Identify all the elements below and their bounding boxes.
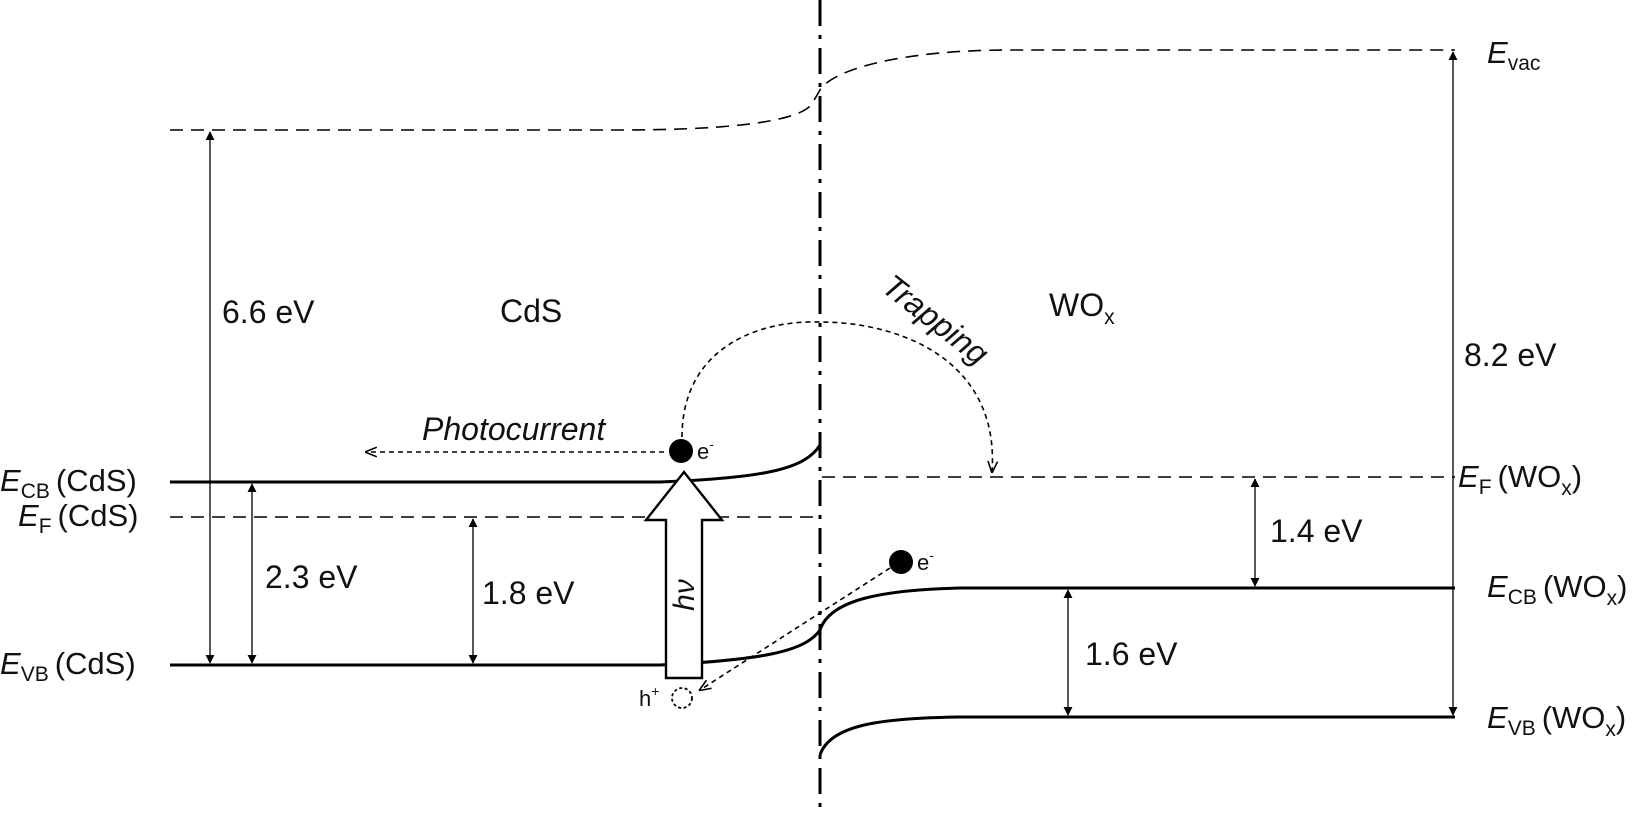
level-label-cds-cb: ECB(CdS)	[0, 463, 137, 503]
energy-label-cds-vac-vb: 6.6 eV	[222, 294, 315, 330]
electron-cds	[669, 439, 693, 463]
trapping-label: Trapping	[876, 267, 996, 372]
photon-label: hν	[668, 579, 701, 611]
cds-valence-band	[170, 629, 822, 667]
vacuum-level	[170, 49, 1455, 131]
energy-label-wox-f-cb: 1.4 eV	[1270, 513, 1363, 549]
material-label-cds: CdS	[500, 293, 562, 329]
level-label-wox-vb: EVB(WOx)	[1487, 700, 1626, 741]
cds-conduction-band	[170, 444, 822, 484]
electron-cds-label: e-	[697, 436, 714, 464]
level-label-evac: Evac	[1487, 35, 1540, 75]
level-label-wox-cb: ECB(WOx)	[1487, 569, 1627, 610]
hole-cds	[671, 687, 693, 709]
energy-label-cds-cb-vb: 2.3 eV	[265, 559, 358, 595]
photon-arrow	[643, 470, 725, 680]
recombination-arrow	[700, 567, 891, 690]
photocurrent-label: Photocurrent	[422, 411, 606, 447]
energy-label-wox-vac-vb: 8.2 eV	[1464, 337, 1557, 373]
hole-cds-label: h+	[639, 683, 659, 711]
electron-wox	[889, 550, 913, 574]
energy-label-wox-cb-vb: 1.6 eV	[1085, 636, 1178, 672]
trapping-arrow	[681, 321, 992, 472]
level-label-wox-f: EF(WOx)	[1458, 459, 1582, 500]
level-label-cds-vb: EVB(CdS)	[0, 646, 136, 686]
level-label-cds-f: EF(CdS)	[18, 498, 138, 538]
wox-conduction-band	[818, 586, 1455, 631]
wox-valence-band	[818, 715, 1455, 756]
electron-wox-label: e-	[917, 547, 934, 575]
energy-label-cds-f-vb: 1.8 eV	[482, 575, 575, 611]
material-label-wox: WOx	[1049, 287, 1115, 329]
